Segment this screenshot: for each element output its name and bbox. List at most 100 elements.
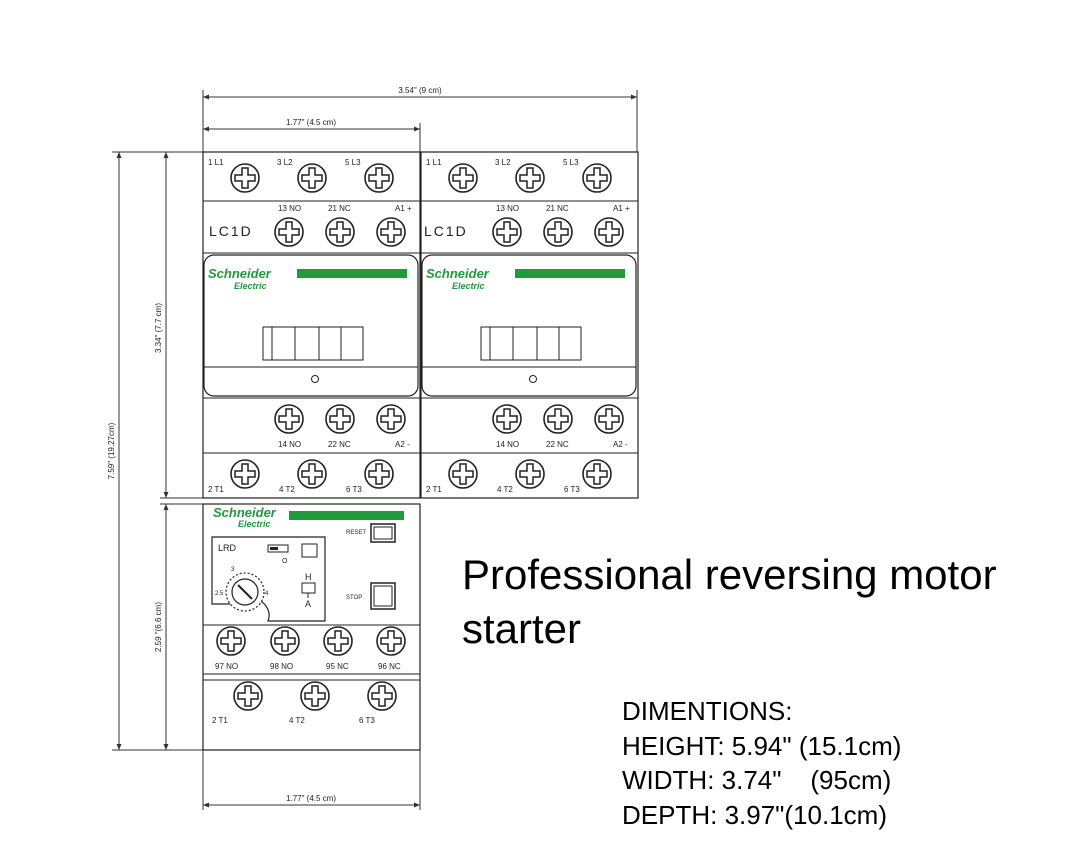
relay-width-label: 1.77" (4.5 cm) [286, 794, 336, 803]
terminal-label: 6 T3 [564, 485, 580, 494]
dial-label: 3 [231, 567, 235, 573]
aux-screw-icon [274, 217, 304, 247]
terminal-label: 2 T1 [426, 485, 442, 494]
aux-label: 95 NC [326, 662, 349, 671]
stop-button[interactable] [370, 582, 396, 610]
aux-label: A2 - [395, 440, 410, 449]
aux-screw-icon [270, 626, 300, 656]
aux-screw-icon [543, 217, 573, 247]
terminal-label: 3 L2 [277, 158, 293, 167]
aux-label: 14 NO [278, 440, 301, 449]
terminal-label: 5 L3 [345, 158, 361, 167]
terminal-screw-icon [230, 163, 260, 193]
product-title-line-1: Professional reversing motor [462, 551, 997, 598]
contactor-height-label: 3.34" (7.7 cm) [154, 303, 163, 353]
terminal-screw-icon [230, 459, 260, 489]
terminal-label: 4 T2 [289, 716, 305, 725]
terminal-screw-icon [297, 163, 327, 193]
model-label: LC1D [424, 223, 468, 239]
unit-width-label: 1.77" (4.5 cm) [286, 118, 336, 127]
terminal-screw-icon [233, 681, 263, 711]
aux-label: 97 NO [215, 662, 238, 671]
terminal-label: 6 T3 [359, 716, 375, 725]
terminal-label: 6 T3 [346, 485, 362, 494]
aux-screw-icon [376, 217, 406, 247]
terminal-screw-icon [582, 459, 612, 489]
switch-a-label: A [305, 599, 311, 609]
aux-screw-icon [216, 626, 246, 656]
brand-bottom: Electric [234, 281, 267, 291]
reset-label: RESET [346, 530, 366, 536]
terminal-label: 4 T2 [497, 485, 513, 494]
spec-height: HEIGHT: 5.94" (15.1cm) [622, 730, 902, 761]
aux-screw-icon [594, 217, 624, 247]
brand-top: Schneider [208, 266, 272, 281]
aux-label: 22 NC [328, 440, 351, 449]
relay-height-label: 2.59 "(6.6 cm) [154, 602, 163, 652]
specs-heading: DIMENTIONS: [622, 696, 793, 726]
aux-label: A1 + [395, 204, 412, 213]
terminal-screw-icon [448, 459, 478, 489]
aux-screw-icon [543, 404, 573, 434]
terminal-screw-icon [297, 459, 327, 489]
aux-label: 21 NC [546, 204, 569, 213]
dimension-arrows [116, 94, 637, 808]
aux-label: A1 + [613, 204, 630, 213]
aux-label: 21 NC [328, 204, 351, 213]
aux-screw-icon [325, 217, 355, 247]
terminal-screw-icon [367, 681, 397, 711]
terminal-label: 4 T2 [279, 485, 295, 494]
terminal-screw-icon [448, 163, 478, 193]
terminal-screw-icon [582, 163, 612, 193]
brand-top: Schneider [213, 505, 277, 520]
terminal-label: 1 L1 [426, 158, 442, 167]
brand-bottom: Electric [238, 519, 271, 529]
aux-screw-icon [492, 404, 522, 434]
relay-model-label: LRD [218, 543, 237, 553]
aux-label: 22 NC [546, 440, 569, 449]
adjustment-dial-icon[interactable] [225, 572, 265, 612]
dimensions-spec-block: DIMENTIONS: HEIGHT: 5.94" (15.1cm) WIDTH… [622, 694, 901, 832]
aux-screw-icon [492, 217, 522, 247]
aux-screw-icon [376, 626, 406, 656]
product-title: Professional reversing motor starter [462, 548, 997, 656]
aux-screw-icon [274, 404, 304, 434]
spec-width: WIDTH: 3.74" (95cm) [622, 765, 892, 795]
aux-screw-icon [323, 626, 353, 656]
contactor-right: Schneider Electric LC1D 1 L1 3 L2 5 L3 1… [420, 151, 639, 499]
spec-depth: DEPTH: 3.97"(10.1cm) [622, 799, 887, 830]
aux-screw-icon [594, 404, 624, 434]
switch-h-label: H [305, 572, 312, 582]
switch-o-label: O [282, 558, 288, 565]
terminal-label: 2 T1 [208, 485, 224, 494]
aux-screw-icon [376, 404, 406, 434]
brand-top: Schneider [426, 266, 490, 281]
terminal-label: 3 L2 [495, 158, 511, 167]
terminal-screw-icon [364, 459, 394, 489]
terminal-screw-icon [515, 459, 545, 489]
terminal-screw-icon [364, 163, 394, 193]
brand-bottom: Electric [452, 281, 485, 291]
aux-label: 96 NC [378, 662, 401, 671]
aux-label: 13 NO [496, 204, 519, 213]
overall-width-label: 3.54" (9 cm) [398, 86, 442, 95]
model-label: LC1D [209, 223, 253, 239]
terminal-label: 2 T1 [212, 716, 228, 725]
stop-label: STOP [346, 595, 362, 601]
terminal-screw-icon [515, 163, 545, 193]
dial-label: 2.5 [215, 591, 224, 597]
reset-button[interactable] [370, 523, 396, 543]
terminal-label: 1 L1 [208, 158, 224, 167]
dial-label: 4 [265, 591, 269, 597]
aux-screw-icon [325, 404, 355, 434]
terminal-screw-icon [300, 681, 330, 711]
aux-label: 14 NO [496, 440, 519, 449]
aux-label: A2 - [613, 440, 628, 449]
overall-height-label: 7.59" (19.27cm) [107, 422, 116, 479]
product-title-line-2: starter [462, 605, 582, 652]
aux-label: 98 NO [270, 662, 293, 671]
overload-relay: Schneider Electric LRD O H A 3 2.5 4 RES… [202, 503, 421, 751]
contactor-left: Schneider Electric LC1D 1 L1 3 L2 5 L3 1… [202, 151, 421, 499]
terminal-label: 5 L3 [563, 158, 579, 167]
